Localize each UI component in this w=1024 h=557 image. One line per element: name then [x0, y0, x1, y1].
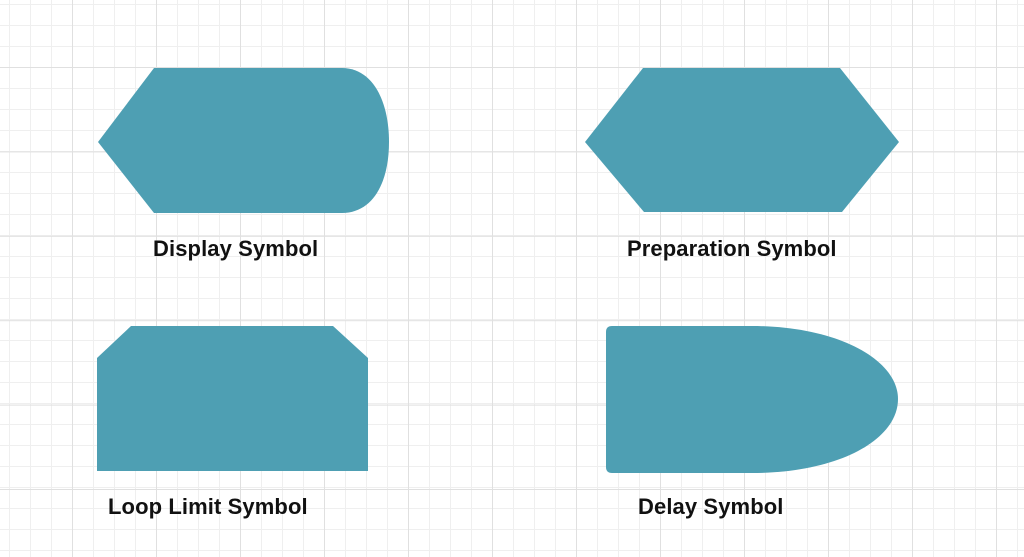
preparation-symbol-label: Preparation Symbol: [627, 236, 837, 261]
display-symbol-shape[interactable]: [98, 68, 389, 213]
display-symbol-label: Display Symbol: [153, 236, 319, 261]
loop-limit-symbol-label: Loop Limit Symbol: [108, 494, 308, 519]
loop-limit-symbol-shape[interactable]: [97, 326, 368, 471]
delay-symbol-shape[interactable]: [606, 326, 898, 473]
preparation-symbol-shape[interactable]: [585, 68, 899, 212]
delay-symbol-label: Delay Symbol: [638, 494, 784, 519]
